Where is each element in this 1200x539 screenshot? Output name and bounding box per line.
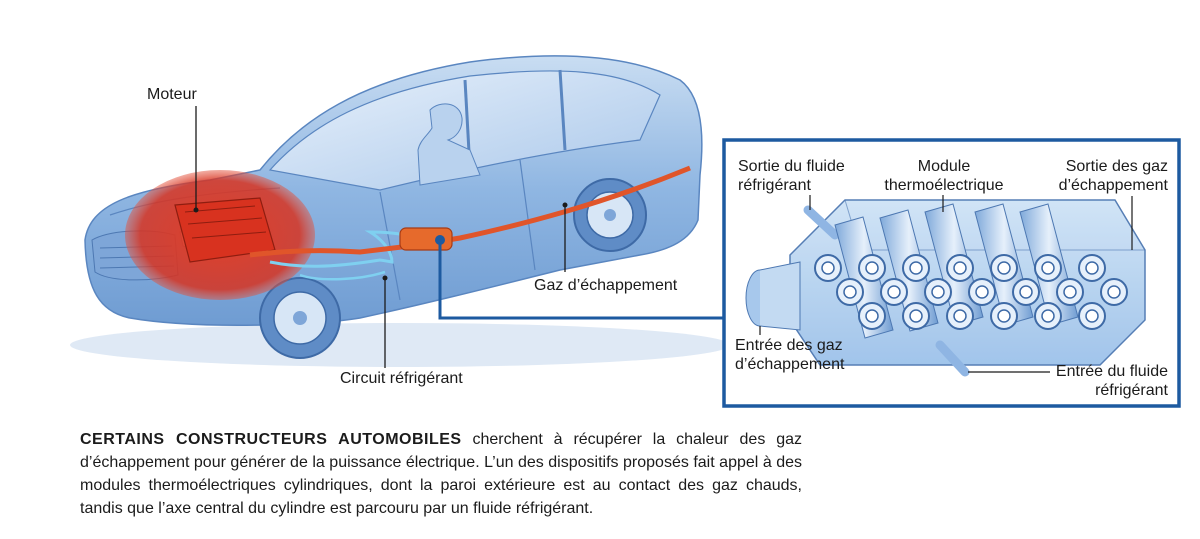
caption: CERTAINS CONSTRUCTEURS AUTOMOBILES cherc… xyxy=(80,428,802,520)
car xyxy=(70,55,730,367)
engine xyxy=(125,170,315,300)
label-engine: Moteur xyxy=(147,86,197,103)
label-gas-in-line1: Entrée des gaz xyxy=(735,337,843,354)
label-coolant-in-line2: réfrigérant xyxy=(1095,382,1168,399)
label-exhaust: Gaz d’échappement xyxy=(534,277,678,294)
cylinder-core xyxy=(975,285,989,299)
caption-lead: CERTAINS CONSTRUCTEURS AUTOMOBILES xyxy=(80,431,462,448)
cylinder-core xyxy=(887,285,901,299)
cylinder-core xyxy=(909,309,923,323)
label-gas-in-line2: d’échappement xyxy=(735,356,845,373)
front-wheel xyxy=(259,277,341,359)
cylinder-core xyxy=(1107,285,1121,299)
cylinder-core xyxy=(1085,309,1099,323)
cylinder-core xyxy=(1041,309,1055,323)
cylinder-core xyxy=(1063,285,1077,299)
cylinder-core xyxy=(953,309,967,323)
label-coolant-out-line1: Sortie du fluide xyxy=(738,158,845,175)
label-module-line2: thermoélectrique xyxy=(884,177,1004,194)
label-coolant-out-line2: réfrigérant xyxy=(738,177,811,194)
caption-body: cherchent à récupérer la chaleur des gaz… xyxy=(80,431,803,517)
label-module-line1: Module xyxy=(917,158,971,175)
label-coolant-out: Sortie du fluide réfrigérant xyxy=(738,157,845,195)
cylinder-core xyxy=(821,261,835,275)
label-gas-out: Sortie des gaz d’échappement xyxy=(1040,157,1168,195)
thermoelectric-cylinders xyxy=(814,203,1128,339)
cylinder-core xyxy=(1041,261,1055,275)
exhaust-pipe xyxy=(249,165,691,258)
label-coolant-circuit: Circuit réfrigérant xyxy=(340,370,463,387)
cylinder-core xyxy=(865,309,879,323)
cylinder-core xyxy=(909,261,923,275)
label-gas-out-line1: Sortie des gaz xyxy=(1065,158,1168,175)
cylinder-core xyxy=(931,285,945,299)
label-gas-in: Entrée des gaz d’échappement xyxy=(735,336,844,374)
cylinder-core xyxy=(843,285,857,299)
cylinder-core xyxy=(997,309,1011,323)
cylinder-core xyxy=(1019,285,1033,299)
cylinder-core xyxy=(997,261,1011,275)
cylinder-core xyxy=(865,261,879,275)
coolant-circuit-line xyxy=(269,230,421,268)
cylinder-core xyxy=(953,261,967,275)
cylinder-core xyxy=(1085,261,1099,275)
label-gas-out-line2: d’échappement xyxy=(1058,177,1168,194)
label-coolant-in-line1: Entrée du fluide xyxy=(1055,363,1168,380)
label-coolant-in: Entrée du fluide réfrigérant xyxy=(1040,362,1168,400)
module-detail xyxy=(722,138,1181,408)
label-module: Module thermoélectrique xyxy=(880,157,1008,195)
